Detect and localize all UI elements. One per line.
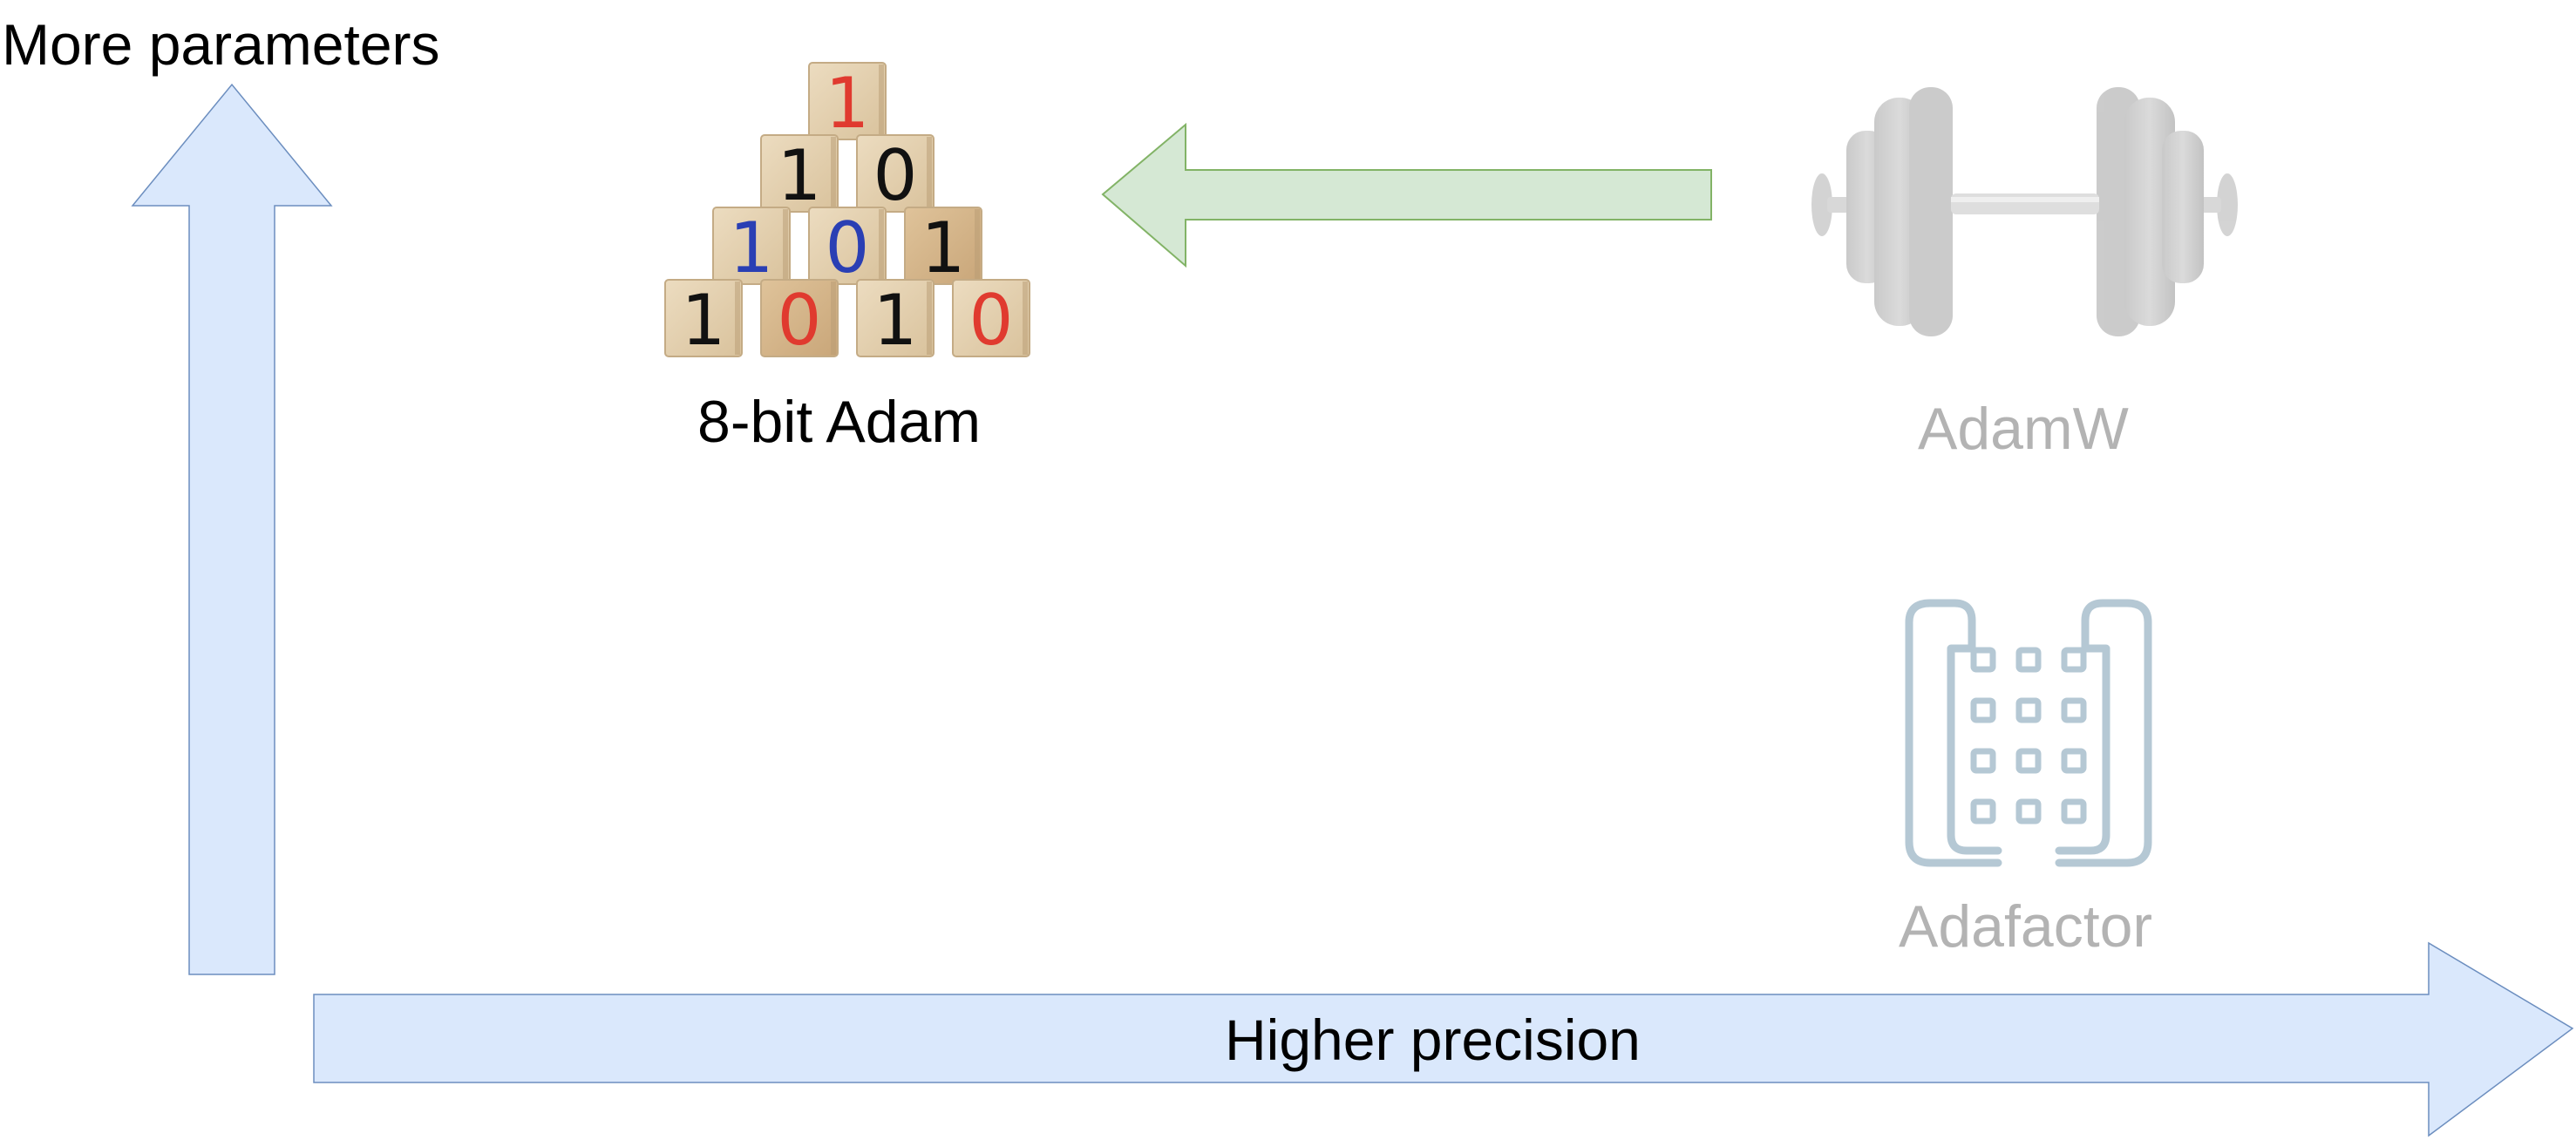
eight-bit-adam-label: 8-bit Adam [697,389,982,455]
binary-digit: 1 [921,207,966,288]
binary-block: 0 [760,279,839,361]
matrix-cell [2015,798,2042,824]
binary-block: 0 [856,134,935,216]
binary-block: 1 [760,134,839,216]
matrix-cell [1970,697,1996,723]
y-axis-arrow [131,83,333,975]
matrix-cell [1970,748,1996,774]
matrix-cell [2061,697,2087,723]
binary-digit: 0 [778,280,822,361]
binary-digit: 1 [682,280,726,361]
matrix-cell [2015,748,2042,774]
binary-block: 0 [808,207,887,288]
matrix-cell [2015,697,2042,723]
matrix-cell [2061,798,2087,824]
binary-block: 1 [664,279,743,361]
binary-digit: 0 [873,135,918,216]
binary-block: 1 [712,207,791,288]
binary-block: 0 [952,279,1030,361]
adamw-label: AdamW [1918,396,2129,462]
binary-digit: 1 [826,63,870,144]
binary-digit: 1 [778,135,822,216]
matrix-cell [1970,798,1996,824]
x-axis-arrow [313,941,2574,1137]
binary-block: 1 [904,207,982,288]
binary-digit: 0 [826,207,870,288]
y-axis-label: More parameters [2,12,440,77]
dumbbell-icon [1811,87,2238,336]
matrix-cell [2061,748,2087,774]
binary-block: 1 [808,62,887,144]
binary-digit: 0 [969,280,1014,361]
factored-matrix-icon [1905,599,2152,867]
matrix-cell [1970,647,1996,673]
matrix-cell [2061,647,2087,673]
adamw-to-8bit-arrow [1101,122,1712,268]
binary-block: 1 [856,279,935,361]
binary-digit: 1 [873,280,918,361]
matrix-cell [2015,647,2042,673]
binary-digit: 1 [730,207,774,288]
adafactor-label: Adafactor [1899,893,2153,960]
x-axis-label: Higher precision [1225,1008,1641,1072]
